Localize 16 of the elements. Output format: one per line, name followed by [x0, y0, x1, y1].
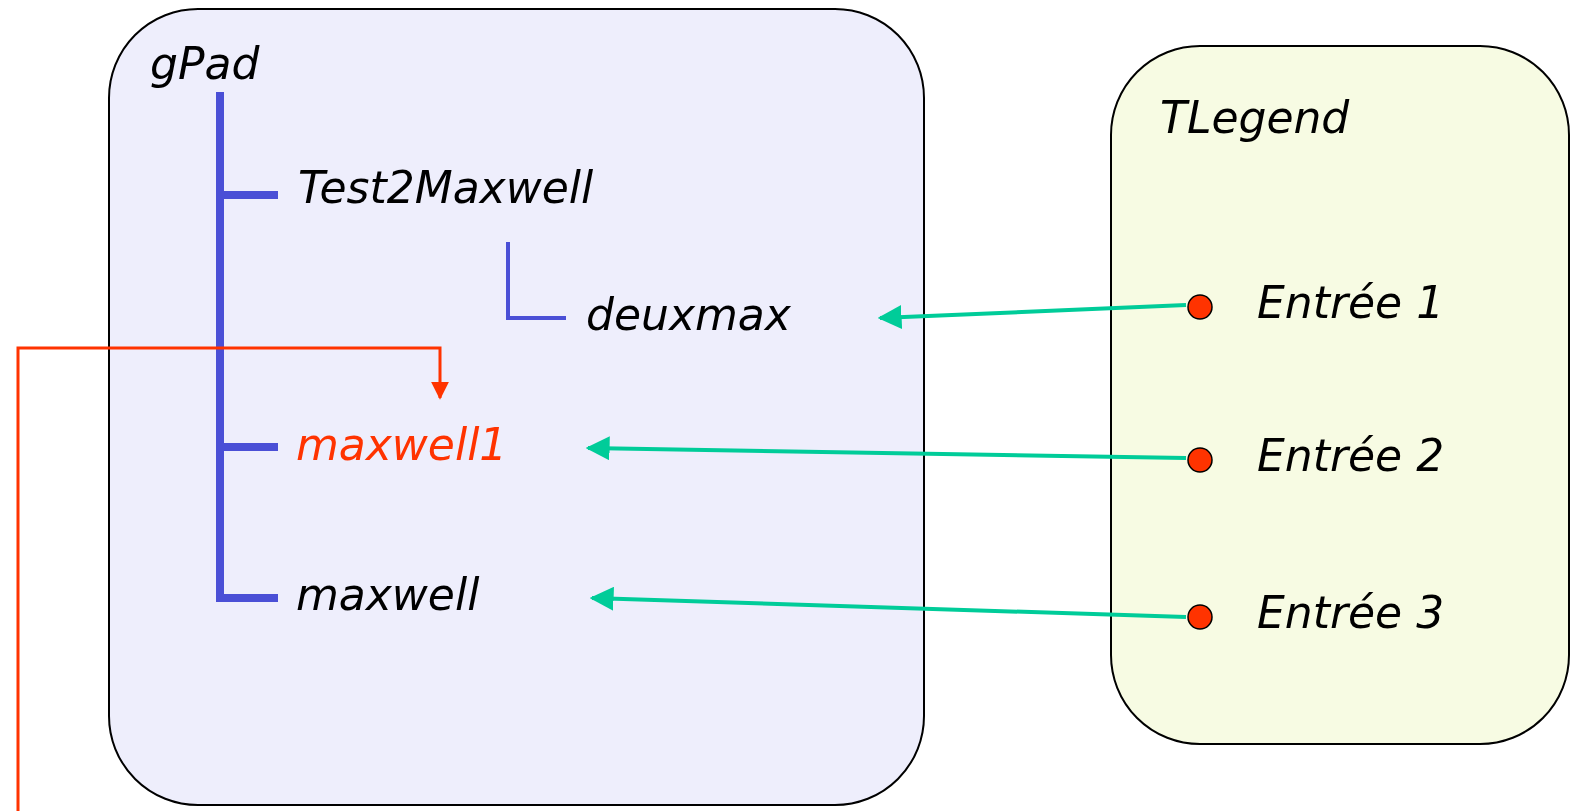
tree-item: deuxmax: [586, 289, 876, 355]
group-box: [1110, 45, 1570, 745]
arrow: [589, 586, 1187, 619]
legend-entry: Entrée 3: [1182, 587, 1522, 647]
tree-item: maxwell1: [296, 419, 586, 485]
group-title: TLegend: [1160, 92, 1350, 145]
tree-item: maxwell: [296, 569, 586, 635]
arrow: [877, 303, 1187, 330]
arrow: [16, 346, 449, 811]
legend-entry: Entrée 2: [1182, 430, 1522, 490]
group-title: gPad: [150, 38, 260, 91]
tree-line: [506, 242, 566, 320]
tree-item: Test2Maxwell: [298, 162, 738, 232]
group-box: [108, 8, 925, 806]
arrow: [585, 436, 1187, 461]
legend-entry: Entrée 1: [1182, 277, 1522, 337]
